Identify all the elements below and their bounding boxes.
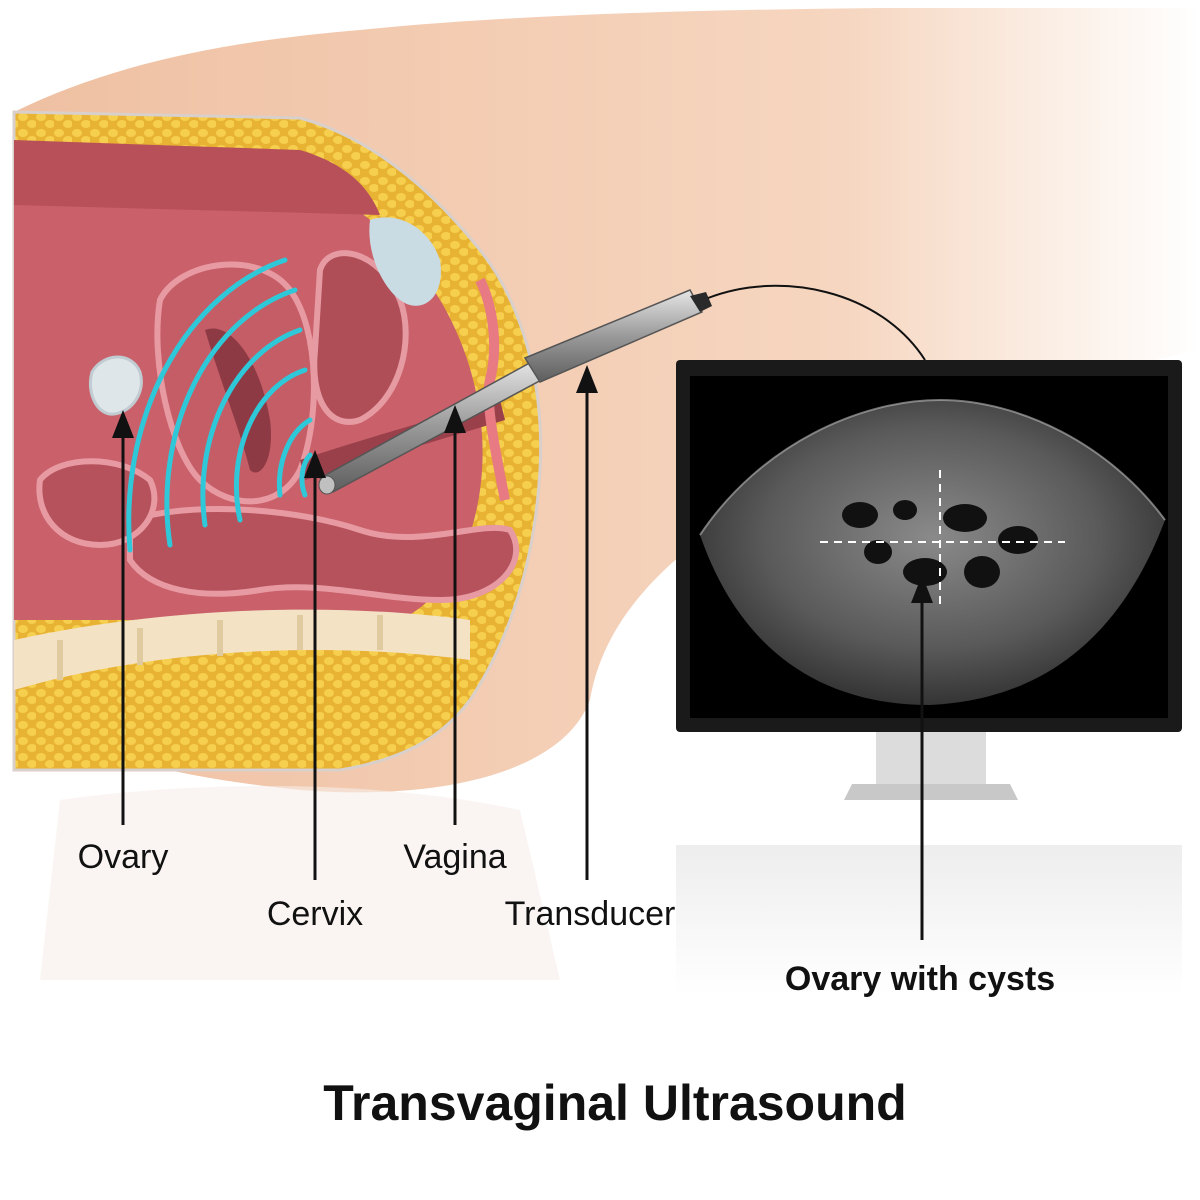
ovary-with-cysts-label: Ovary with cysts (785, 960, 1055, 998)
crosshair (820, 470, 1065, 610)
vagina-label: Vagina (403, 838, 506, 876)
ultrasound-waves (126, 257, 313, 553)
bladder (311, 250, 409, 425)
pelvic-cross-section (12, 110, 543, 772)
ovary-label: Ovary (78, 838, 169, 876)
vertebrae (57, 615, 383, 680)
bowel (127, 506, 520, 604)
transducer-label: Transducer (505, 895, 676, 933)
transducer-probe (318, 284, 926, 495)
cervix-label: Cervix (267, 895, 363, 933)
ovary-organ (89, 355, 143, 416)
probe-cable (707, 284, 926, 361)
monitor-base (844, 784, 1018, 800)
diagram-title: Transvaginal Ultrasound (323, 1075, 906, 1131)
pointer-arrows (112, 365, 933, 940)
monitor-neck (876, 732, 986, 784)
cysts (842, 500, 1038, 588)
monitor (676, 360, 1182, 995)
ultrasound-image (700, 400, 1165, 705)
